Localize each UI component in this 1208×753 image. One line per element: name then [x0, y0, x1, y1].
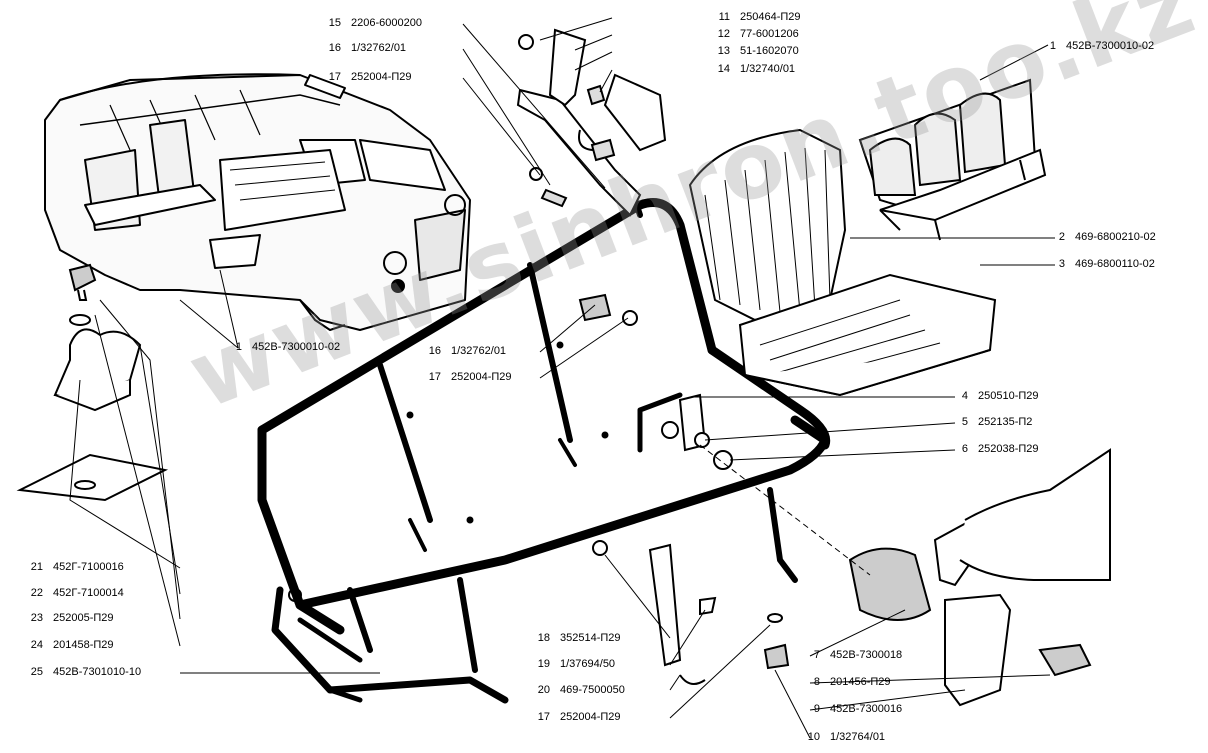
callout-number: 18 [537, 632, 550, 644]
callout-number: 12 [717, 28, 730, 40]
leader-lines [69, 17, 1055, 739]
callout-part-code: 1/32762/01 [451, 345, 507, 357]
callout-l17a: 17 252004-П29 [323, 71, 412, 84]
callout-l16a: 16 1/32762/01 [323, 42, 406, 55]
callout-part-code: 201456-П29 [830, 676, 891, 688]
callout-part-code: 352514-П29 [560, 632, 621, 644]
callout-number: 3 [1058, 258, 1065, 270]
callout-l10: 10 1/32764/01 [802, 731, 885, 744]
callout-part-code: 452В-7300016 [830, 703, 903, 715]
callout-number: 20 [537, 684, 550, 696]
callout-number: 5 [961, 416, 968, 428]
callout-number: 21 [30, 561, 43, 573]
vehicle-body-illustration [44, 73, 471, 331]
callout-number: 23 [30, 612, 43, 624]
callout-l23: 23 252005-П29 [25, 612, 114, 625]
triple-seat-illustration [858, 78, 1047, 241]
callout-number: 24 [30, 639, 43, 651]
callout-l16b: 16 1/32762/01 [423, 345, 506, 358]
callout-part-code: 452Г-7100014 [53, 587, 124, 599]
callout-l12: 12 77-6001206 [712, 28, 799, 41]
callout-number: 9 [813, 703, 820, 715]
callout-l3: 3 469-6800110-02 [1047, 258, 1155, 271]
callout-l13: 13 51-1602070 [712, 45, 799, 58]
callout-l2: 2 469-6800210-02 [1047, 231, 1156, 244]
callout-number: 16 [328, 42, 341, 54]
callout-l20: 20 469-7500050 [532, 684, 625, 697]
callout-part-code: 252038-П29 [978, 443, 1039, 455]
callout-part-code: 252004-П29 [560, 711, 621, 723]
callout-l11: 11 250464-П29 [712, 11, 801, 24]
seat-cushion-illustration [688, 128, 997, 397]
callout-part-code: 469-6800210-02 [1075, 231, 1156, 243]
right-lower-illustration [578, 293, 1111, 707]
callout-l17b: 17 252004-П29 [423, 371, 512, 384]
callout-part-code: 252005-П29 [53, 612, 114, 624]
upper-strap-illustration [516, 28, 667, 217]
callout-part-code: 2206-6000200 [351, 17, 422, 29]
callout-part-code: 452В-7300010-02 [252, 341, 341, 353]
callout-part-code: 1/32740/01 [740, 63, 796, 75]
callout-part-code: 252004-П29 [351, 71, 412, 83]
callout-number: 1 [235, 341, 242, 353]
callout-l1a: 1 452В-7300010-02 [1038, 40, 1154, 53]
callout-number: 25 [30, 666, 43, 678]
callout-number: 16 [428, 345, 441, 357]
callout-l6: 6 252038-П29 [950, 443, 1039, 456]
callout-number: 22 [30, 587, 43, 599]
callout-part-code: 201458-П29 [53, 639, 114, 651]
callout-l8: 8 201456-П29 [802, 676, 891, 689]
callout-number: 17 [328, 71, 341, 83]
callout-part-code: 469-6800110-02 [1075, 258, 1155, 270]
callout-part-code: 77-6001206 [740, 28, 799, 40]
callout-l5: 5 252135-П2 [950, 416, 1033, 429]
callout-part-code: 51-1602070 [740, 45, 799, 57]
callout-number: 11 [718, 11, 730, 23]
callout-part-code: 1/32762/01 [351, 42, 407, 54]
callout-number: 15 [328, 17, 341, 29]
callout-l18: 18 352514-П29 [532, 632, 621, 645]
callout-part-code: 469-7500050 [560, 684, 625, 696]
left-bracket-illustration [16, 263, 169, 502]
callout-number: 19 [537, 658, 550, 670]
callout-number: 2 [1058, 231, 1065, 243]
callout-l25: 25 452В-7301010-10 [25, 666, 141, 679]
callout-number: 17 [428, 371, 441, 383]
callout-part-code: 452Г-7100016 [53, 561, 124, 573]
callout-part-code: 1/32764/01 [830, 731, 886, 743]
callout-number: 6 [961, 443, 968, 455]
callout-l9: 9 452В-7300016 [802, 703, 902, 716]
callout-l19: 19 1/37694/50 [532, 658, 615, 671]
callout-number: 1 [1049, 40, 1056, 52]
callout-part-code: 250510-П29 [978, 390, 1039, 402]
callout-number: 7 [813, 649, 820, 661]
callout-part-code: 452В-7300010-02 [1066, 40, 1155, 52]
callout-part-code: 250464-П29 [740, 11, 801, 23]
callout-l15a: 15 2206-6000200 [323, 17, 422, 30]
callout-number: 10 [807, 731, 820, 743]
callout-number: 14 [717, 63, 730, 75]
callout-l7: 7 452В-7300018 [802, 649, 902, 662]
callout-part-code: 1/37694/50 [560, 658, 616, 670]
callout-part-code: 252135-П2 [978, 416, 1033, 428]
callout-number: 8 [813, 676, 820, 688]
callout-part-code: 452В-7301010-10 [53, 666, 142, 678]
callout-l1b: 1 452В-7300010-02 [224, 341, 340, 354]
callout-part-code: 252004-П29 [451, 371, 512, 383]
callout-l21: 21 452Г-7100016 [25, 561, 124, 574]
callout-l17c: 17 252004-П29 [532, 711, 621, 724]
callout-number: 17 [537, 711, 550, 723]
callout-l22: 22 452Г-7100014 [25, 587, 124, 600]
callout-l4: 4 250510-П29 [950, 390, 1039, 403]
callout-number: 4 [961, 390, 968, 402]
callout-l14: 14 1/32740/01 [712, 63, 795, 76]
callout-l24: 24 201458-П29 [25, 639, 114, 652]
callout-number: 13 [717, 45, 730, 57]
callout-part-code: 452В-7300018 [830, 649, 903, 661]
